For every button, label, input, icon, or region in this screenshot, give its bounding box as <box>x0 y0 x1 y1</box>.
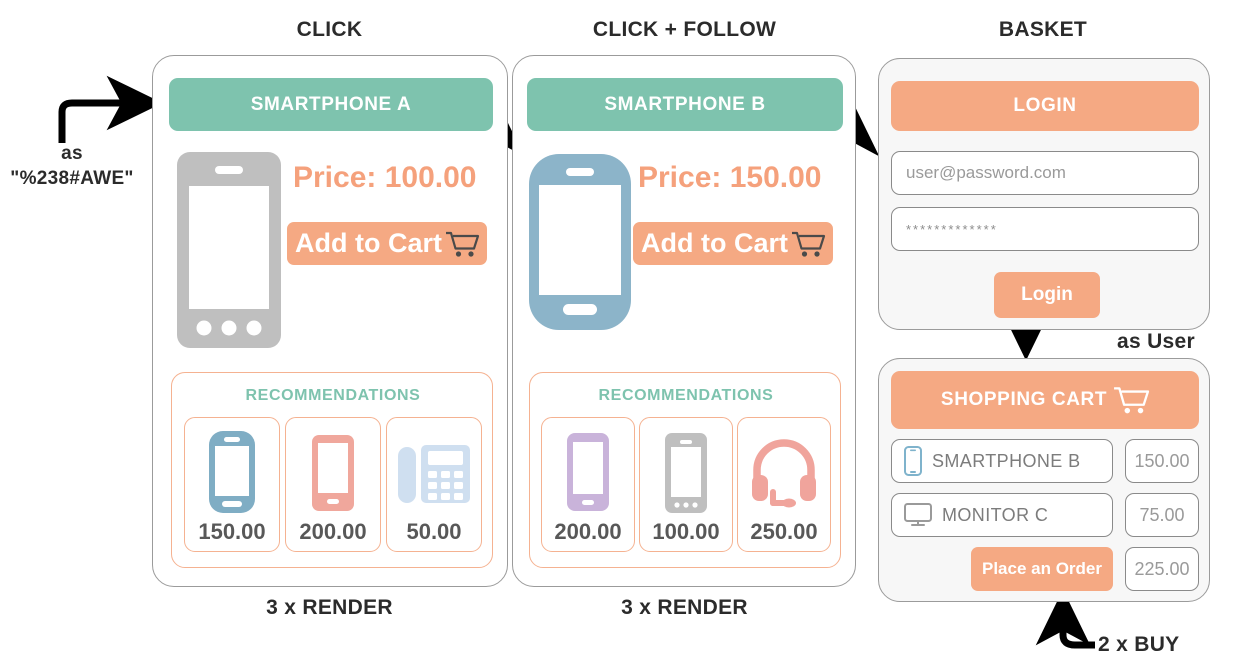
cart-row-amount: 150.00 <box>1125 439 1199 483</box>
deskphone-blue-icon <box>398 445 470 503</box>
cart-row-item[interactable]: SMARTPHONE B <box>891 439 1113 483</box>
shopping-cart-icon <box>445 231 480 257</box>
recommendation-price: 100.00 <box>652 519 720 544</box>
add-to-cart-button-b[interactable]: Add to Cart <box>633 222 833 265</box>
cart-row-amount: 75.00 <box>1125 493 1199 537</box>
smartphone-salmon-icon <box>312 435 354 511</box>
recommendations-title-a: RECOMMENDATIONS <box>245 387 421 404</box>
shopping-cart-banner-label: SHOPPING CART <box>940 389 1108 410</box>
label-2x-buy: 2 x BUY <box>1098 633 1180 656</box>
smartphone-blue-icon <box>529 154 631 330</box>
smartphone-purple-icon <box>567 433 609 511</box>
cart-row-label: MONITOR C <box>942 504 1049 525</box>
recommendation-price: 250.00 <box>750 519 818 544</box>
recommendation-item[interactable]: 250.00 <box>737 417 831 552</box>
recommendation-price: 50.00 <box>406 519 462 544</box>
shopping-cart-card: SHOPPING CART SMARTPHONE B 150.00 MONI <box>878 358 1210 602</box>
email-field[interactable]: user@password.com <box>891 151 1199 195</box>
recommendation-item[interactable]: 50.00 <box>386 417 482 552</box>
header-banner-smartphone-b[interactable]: SMARTPHONE B <box>527 78 843 131</box>
recommendation-item[interactable]: 150.00 <box>184 417 280 552</box>
password-field[interactable]: ************* <box>891 207 1199 251</box>
smartphone-grey-icon <box>177 152 281 348</box>
recommendations-box-a: RECOMMENDATIONS 150.00 200.00 <box>171 372 493 568</box>
shopping-cart-banner: SHOPPING CART <box>891 371 1199 429</box>
smartphone-grey-icon <box>665 433 707 513</box>
recommendation-price: 200.00 <box>299 519 367 544</box>
recommendations-box-b: RECOMMENDATIONS 200.00 100 <box>529 372 841 568</box>
recommendations-title-b: RECOMMENDATIONS <box>598 387 774 404</box>
cart-row-label: SMARTPHONE B <box>932 450 1081 471</box>
label-render-left: 3 x RENDER <box>266 596 393 619</box>
label-as: as <box>61 143 83 164</box>
add-to-cart-label: Add to Cart <box>641 228 788 258</box>
label-awe-token: "%238#AWE" <box>10 168 134 189</box>
price-smartphone-b: Price: 150.00 <box>638 161 822 194</box>
email-placeholder: user@password.com <box>906 163 1066 182</box>
header-title: SMARTPHONE A <box>250 93 412 115</box>
shopping-cart-icon <box>791 231 826 257</box>
cart-total-amount: 225.00 <box>1125 547 1199 591</box>
login-button-label: Login <box>1021 284 1073 305</box>
header-banner-smartphone-a[interactable]: SMARTPHONE A <box>169 78 493 131</box>
smartphone-blue-icon <box>209 431 255 513</box>
login-button[interactable]: Login <box>994 272 1100 318</box>
place-an-order-label: Place an Order <box>981 559 1102 578</box>
add-to-cart-button-a[interactable]: Add to Cart <box>287 222 487 265</box>
label-click: CLICK <box>296 18 363 41</box>
smartphone-blue-icon <box>904 446 922 476</box>
login-banner-label: LOGIN <box>1013 95 1077 116</box>
label-click-follow: CLICK + FOLLOW <box>592 18 777 41</box>
header-title: SMARTPHONE B <box>604 93 766 115</box>
shopping-cart-icon <box>1114 387 1150 414</box>
recommendation-item[interactable]: 100.00 <box>639 417 733 552</box>
login-banner: LOGIN <box>891 81 1199 131</box>
headset-icon <box>752 439 816 508</box>
password-value: ************* <box>906 221 998 237</box>
label-render-mid: 3 x RENDER <box>621 596 748 619</box>
page-card-smartphone-b: SMARTPHONE B Price: 150.00 Add to Cart R… <box>512 55 856 587</box>
price-smartphone-a: Price: 100.00 <box>293 161 477 194</box>
recommendation-item[interactable]: 200.00 <box>285 417 381 552</box>
login-card: LOGIN user@password.com ************* Lo… <box>878 58 1210 330</box>
label-basket: BASKET <box>998 18 1088 41</box>
recommendation-price: 200.00 <box>554 519 622 544</box>
recommendation-price: 150.00 <box>198 519 266 544</box>
add-to-cart-label: Add to Cart <box>295 228 442 258</box>
label-transfer-as-user: as User <box>1117 330 1195 353</box>
recommendation-item[interactable]: 200.00 <box>541 417 635 552</box>
place-an-order-button[interactable]: Place an Order <box>971 547 1113 591</box>
cart-row-item[interactable]: MONITOR C <box>891 493 1113 537</box>
monitor-icon <box>904 503 932 526</box>
page-card-smartphone-a: SMARTPHONE A Price: 100.00 Add to Cart R… <box>152 55 508 587</box>
